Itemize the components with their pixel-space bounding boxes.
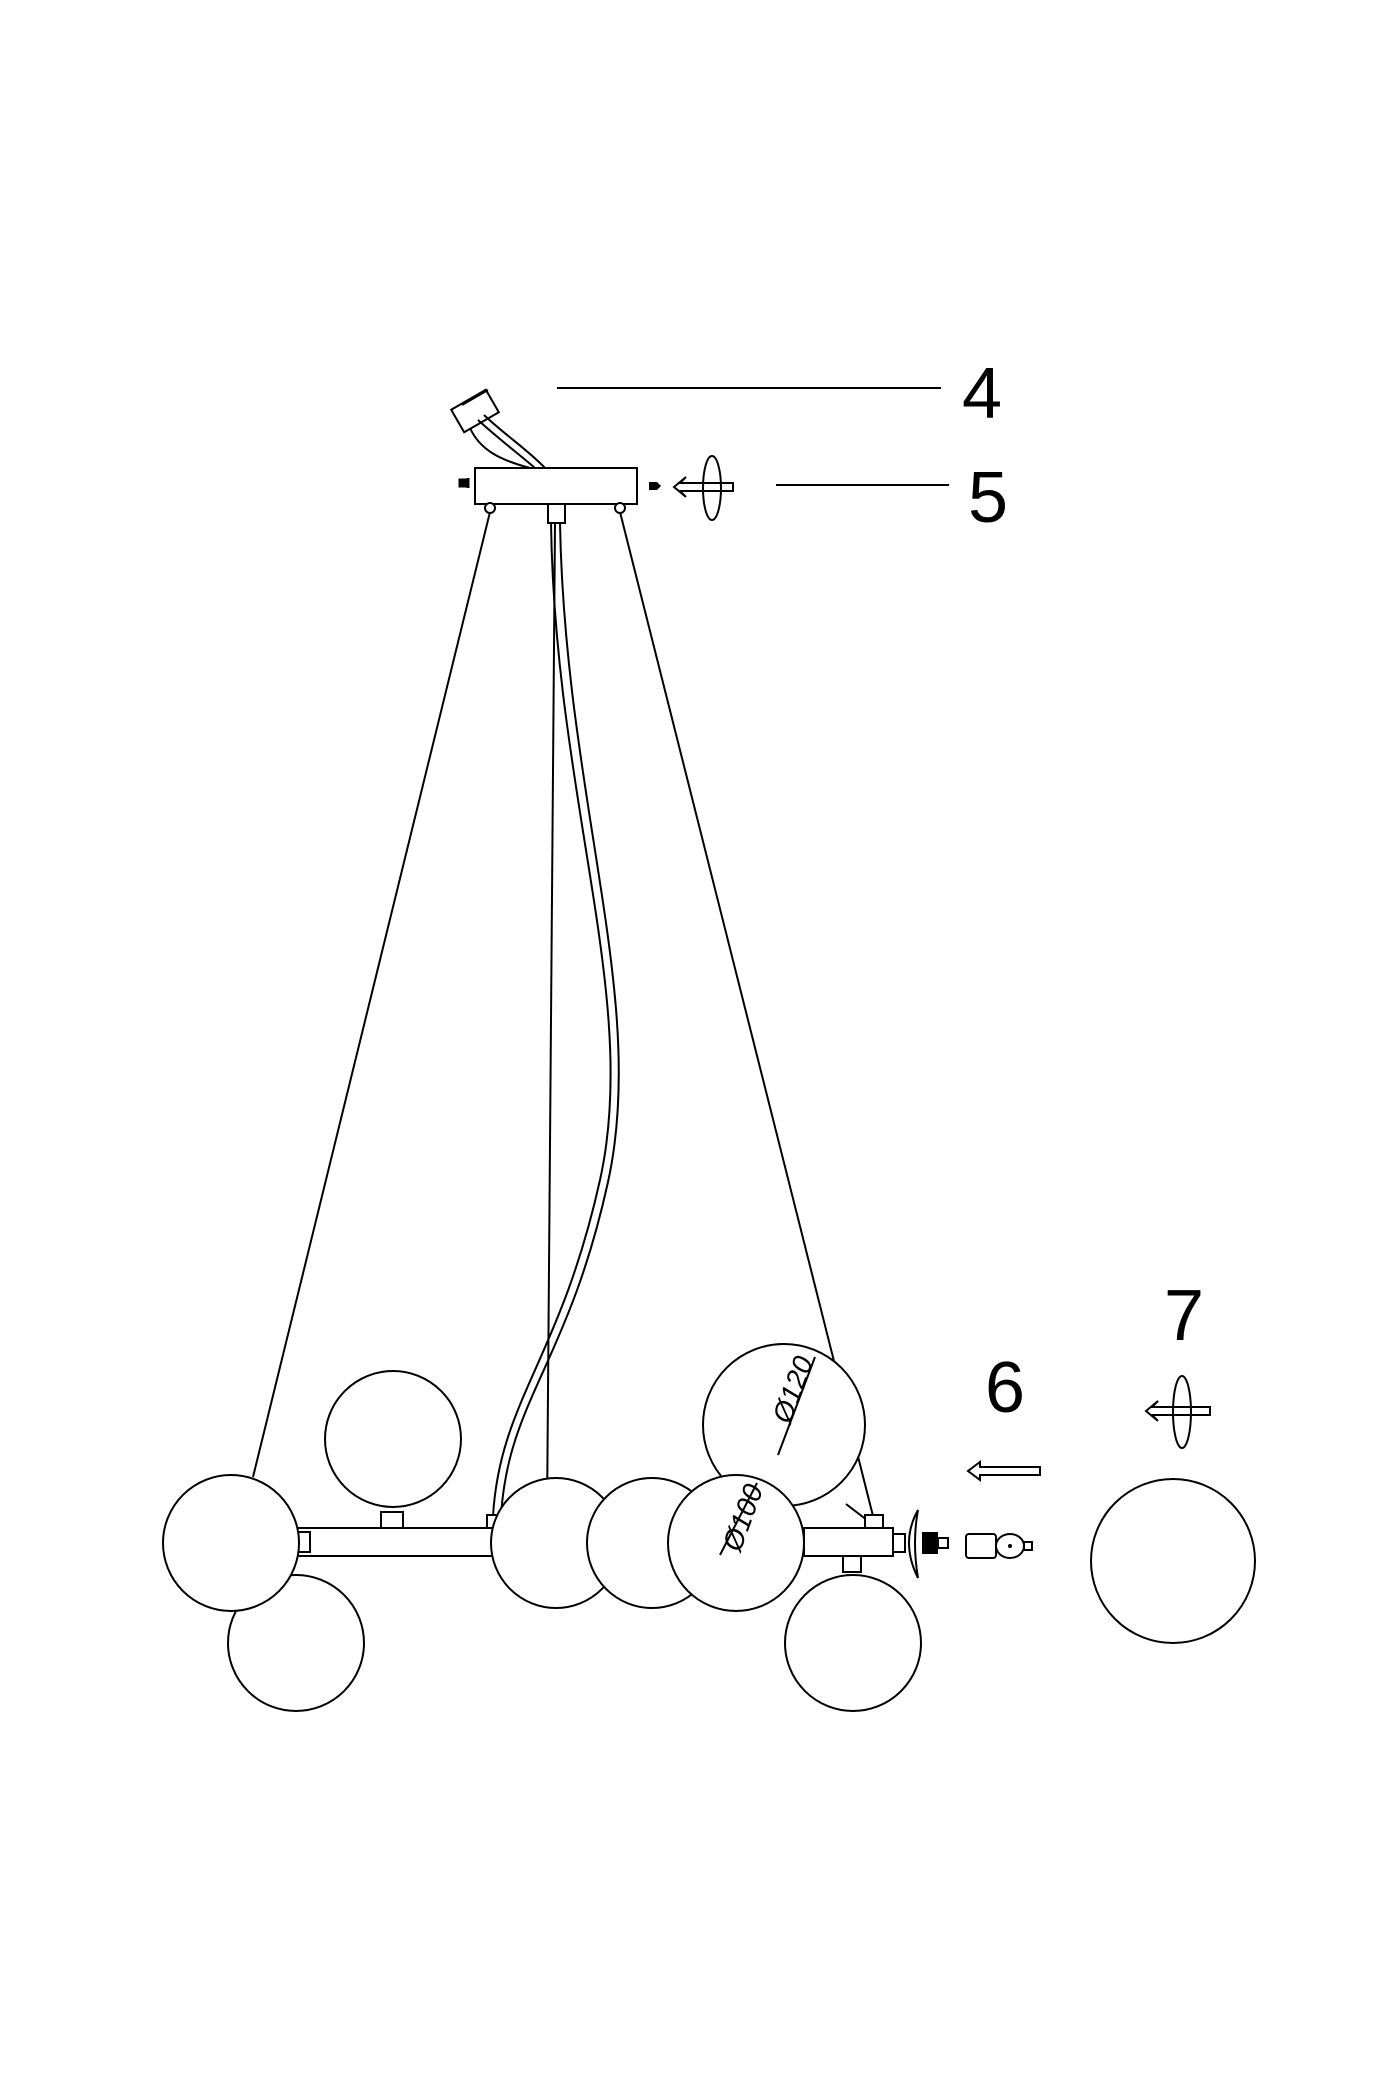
- globe-lower-right: [784, 1574, 922, 1712]
- suspension-wire-left: [252, 511, 491, 1478]
- step-label-4: 4: [962, 354, 1002, 434]
- globe-upper-left: [324, 1370, 462, 1508]
- suspension-wire-right: [619, 511, 874, 1517]
- screw-right-icon: [649, 482, 661, 490]
- step-label-5: 5: [968, 458, 1008, 538]
- suspension-rod-center: [546, 522, 556, 1517]
- ceiling-canopy: [474, 467, 638, 505]
- rotate-arrow-icon: [672, 455, 734, 521]
- step-label-7: 7: [1164, 1276, 1204, 1356]
- globe-separate: [1090, 1478, 1256, 1644]
- step-label-6: 6: [985, 1348, 1025, 1428]
- socket-cup-icon: [908, 1509, 919, 1579]
- cable-gland: [547, 503, 566, 524]
- socket-thread-icon: [922, 1532, 938, 1554]
- screw-left-icon: [458, 478, 470, 488]
- terminal-block-icon: [449, 388, 546, 469]
- globe-left: [162, 1474, 300, 1612]
- rotate-arrow-icon-7: [1144, 1375, 1211, 1449]
- g9-bulb-icon: [965, 1533, 1033, 1559]
- power-cable: [492, 522, 612, 1517]
- globe-lower-left: [227, 1574, 365, 1712]
- insert-arrow-icon: [966, 1460, 1041, 1482]
